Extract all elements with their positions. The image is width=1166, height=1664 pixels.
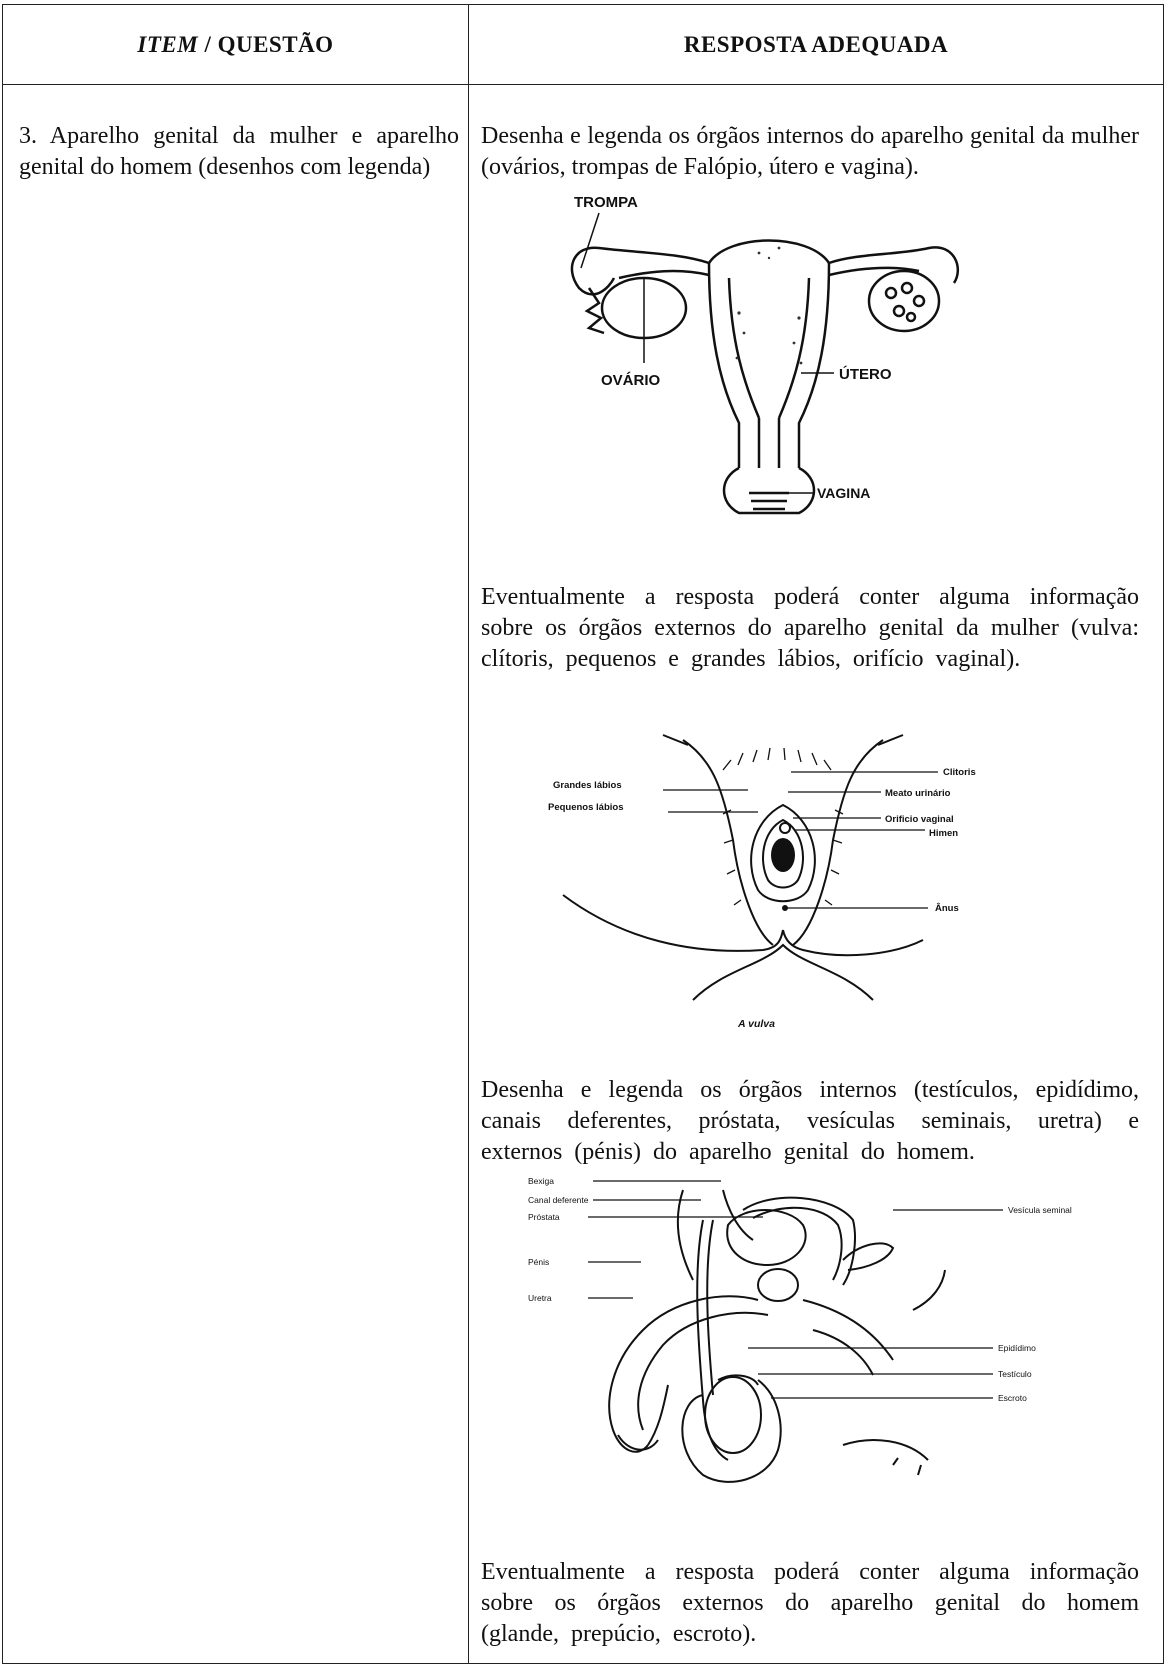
header-item-question: ITEM / QUESTÃO xyxy=(3,5,468,84)
label-prostata: Próstata xyxy=(528,1212,560,1222)
answer-paragraph-3: Desenha e legenda os órgãos internos (te… xyxy=(481,1075,1139,1168)
answer-paragraph-4: Eventualmente a resposta poderá conter a… xyxy=(481,1557,1139,1650)
label-trompa: TROMPA xyxy=(574,194,638,211)
label-uretra: Uretra xyxy=(528,1293,552,1303)
label-bexiga: Bexiga xyxy=(528,1176,554,1186)
answer-key-table: ITEM / QUESTÃO RESPOSTA ADEQUADA 3. Apar… xyxy=(2,4,1164,1664)
label-pequenos-labios: Pequenos lábios xyxy=(548,802,624,813)
header-divider xyxy=(3,84,1163,85)
vulva-caption: A vulva xyxy=(737,1018,775,1030)
header-item-label: ITEM xyxy=(137,32,198,58)
answer-paragraph-2: Eventualmente a resposta poderá conter a… xyxy=(481,582,1139,675)
label-meato-urinario: Meato urinário xyxy=(885,788,951,799)
column-divider xyxy=(468,5,469,1663)
label-vagina: VAGINA xyxy=(817,485,870,501)
vulva-drawing: Grandes lábios Pequenos lábios Clitoris … xyxy=(563,730,1033,1035)
label-ovario: OVÁRIO xyxy=(601,372,661,389)
label-clitoris: Clitoris xyxy=(943,767,976,778)
vulva-figure: Grandes lábios Pequenos lábios Clitoris … xyxy=(563,730,1033,1035)
female-internal-organs-drawing: TROMPA OVÁRIO ÚTERO VAGINA xyxy=(559,193,979,533)
header-question-label: / QUESTÃO xyxy=(198,32,333,58)
label-penis: Pénis xyxy=(528,1257,549,1267)
label-epididimo: Epidídimo xyxy=(998,1343,1036,1353)
label-grandes-labios: Grandes lábios xyxy=(553,780,622,791)
answer-paragraph-1: Desenha e legenda os órgãos internos do … xyxy=(481,121,1139,183)
female-internal-organs-figure: TROMPA OVÁRIO ÚTERO VAGINA xyxy=(559,193,979,533)
label-utero: ÚTERO xyxy=(839,365,892,383)
label-anus: Ânus xyxy=(935,902,959,914)
label-himen: Himen xyxy=(929,828,958,839)
header-adequate-answer: RESPOSTA ADEQUADA xyxy=(469,5,1163,84)
male-organs-figure: Bexiga Canal deferente Próstata Pénis Ur… xyxy=(553,1190,1073,1490)
label-vesicula-seminal: Vesícula seminal xyxy=(1008,1205,1072,1215)
label-escroto: Escroto xyxy=(998,1393,1027,1403)
question-text: 3. Aparelho genital da mulher e aparelho… xyxy=(19,121,459,183)
label-orificio-vaginal: Orificio vaginal xyxy=(885,814,954,825)
male-organs-drawing: Bexiga Canal deferente Próstata Pénis Ur… xyxy=(553,1190,1073,1490)
label-canal-deferente: Canal deferente xyxy=(528,1195,589,1205)
label-testiculo: Testículo xyxy=(998,1369,1032,1379)
